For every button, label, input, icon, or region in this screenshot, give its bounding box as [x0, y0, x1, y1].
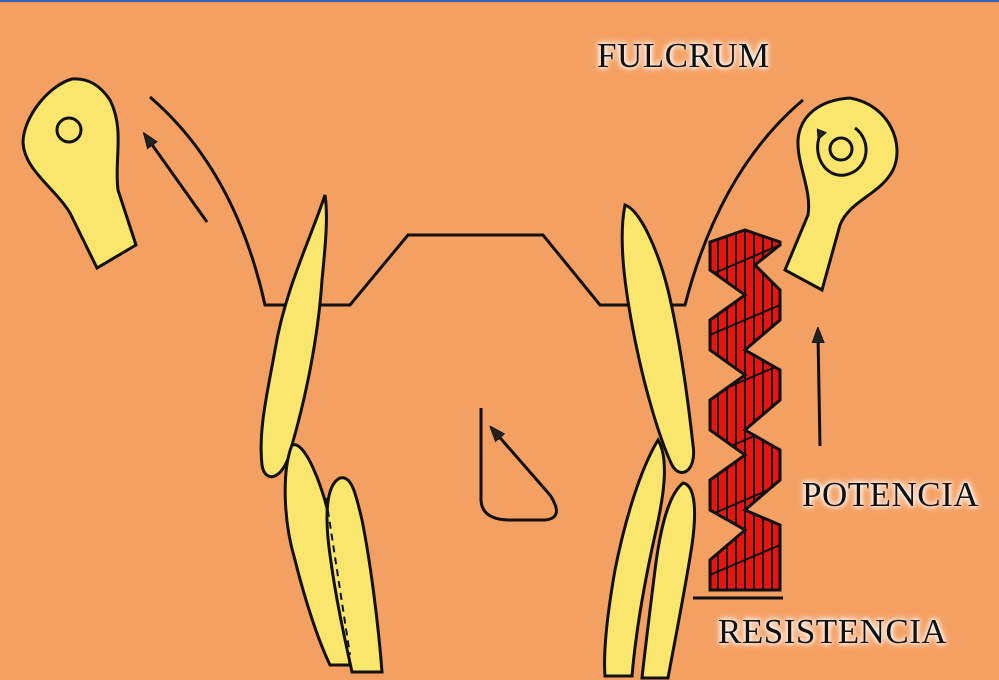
top-border [0, 0, 999, 2]
thyroid-outline [149, 95, 804, 307]
spring-diagonal-line [710, 544, 780, 576]
right-pivot-circle [828, 136, 854, 162]
arrow-left [148, 139, 209, 223]
right-cartilage-lower-a [603, 437, 666, 678]
rotation-arrow-icon [816, 126, 868, 177]
label-resistencia: RESISTENCIA [718, 612, 948, 651]
spring-diagonal-line [710, 484, 780, 516]
left-cartilage-lower-b [325, 476, 384, 674]
right-arytenoid-bone [783, 96, 899, 293]
spring-diagonal-line [710, 244, 780, 276]
right-vocal-cartilage-upper [620, 203, 696, 474]
muscle-spring [708, 228, 782, 592]
right-cartilage-lower-b [640, 481, 697, 680]
left-vocal-cartilage-upper [259, 194, 328, 478]
dashed-line [325, 497, 351, 656]
label-potencia: POTENCIA [802, 475, 980, 514]
arrow-center [479, 408, 558, 522]
left-arytenoid-bone [21, 77, 138, 271]
left-pivot-circle [55, 116, 83, 144]
label-fulcrum: FULCRUM [597, 36, 770, 75]
arrow-potencia [818, 335, 820, 447]
spring-diagonal-line [710, 304, 780, 336]
